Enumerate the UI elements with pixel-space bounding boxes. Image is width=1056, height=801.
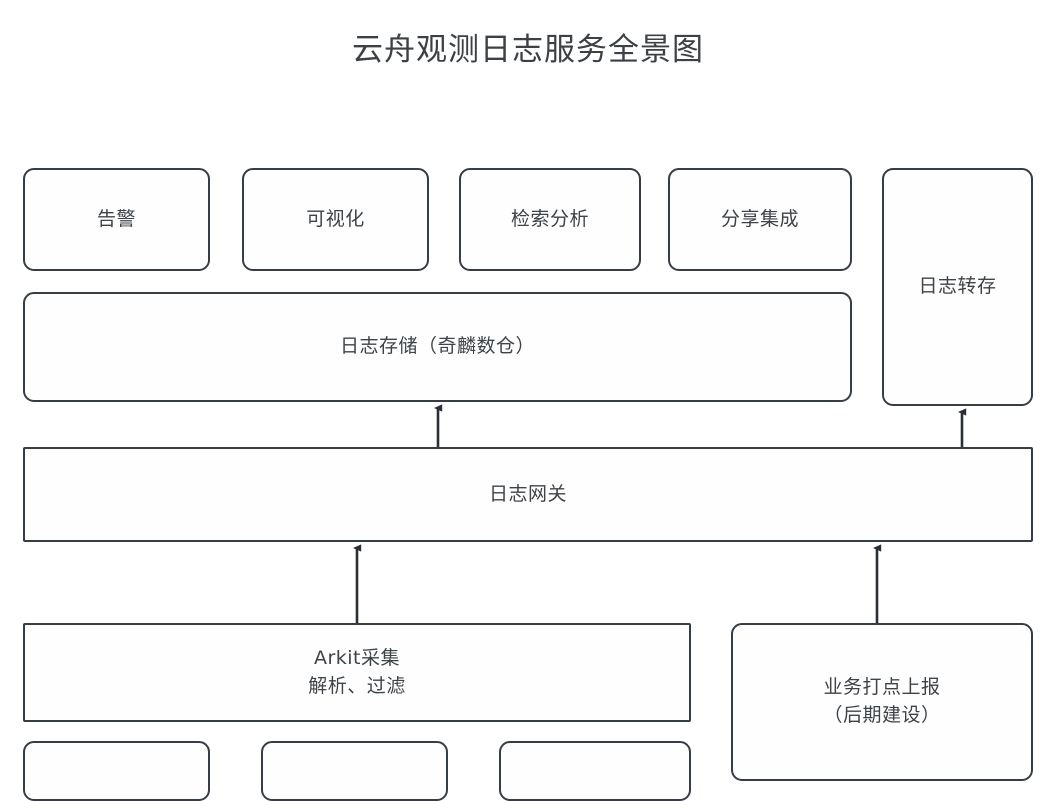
node-business-reporting[interactable]: 业务打点上报 （后期建设）: [731, 623, 1033, 781]
node-log-gateway[interactable]: 日志网关: [23, 447, 1033, 542]
node-log-storage[interactable]: 日志存储（奇麟数仓）: [23, 292, 852, 402]
node-arkit-collection-label: Arkit采集 解析、过滤: [308, 646, 406, 697]
node-log-dump-label: 日志转存: [918, 275, 997, 298]
node-search-analysis-label: 检索分析: [510, 207, 589, 230]
node-log-dump[interactable]: 日志转存: [882, 168, 1033, 406]
node-alert[interactable]: 告警: [23, 168, 210, 271]
node-arkit-collection[interactable]: Arkit采集 解析、过滤: [23, 623, 691, 722]
node-search-analysis[interactable]: 检索分析: [459, 168, 641, 271]
node-share-integration-label: 分享集成: [720, 207, 799, 230]
node-share-integration[interactable]: 分享集成: [668, 168, 852, 271]
diagram-canvas: 云舟观测日志服务全景图 告警 可视化 检索分析: [23, 32, 1033, 801]
node-source-3[interactable]: [499, 741, 691, 801]
node-source-1[interactable]: [23, 741, 210, 801]
node-visualization-label: 可视化: [306, 207, 365, 230]
node-business-reporting-label: 业务打点上报 （后期建设）: [823, 676, 941, 726]
node-log-storage-label: 日志存储（奇麟数仓）: [339, 335, 535, 358]
node-log-gateway-label: 日志网关: [488, 482, 567, 505]
page-title: 云舟观测日志服务全景图: [352, 32, 704, 68]
node-source-2[interactable]: [261, 741, 448, 801]
node-visualization[interactable]: 可视化: [242, 168, 429, 271]
node-alert-label: 告警: [96, 207, 136, 230]
